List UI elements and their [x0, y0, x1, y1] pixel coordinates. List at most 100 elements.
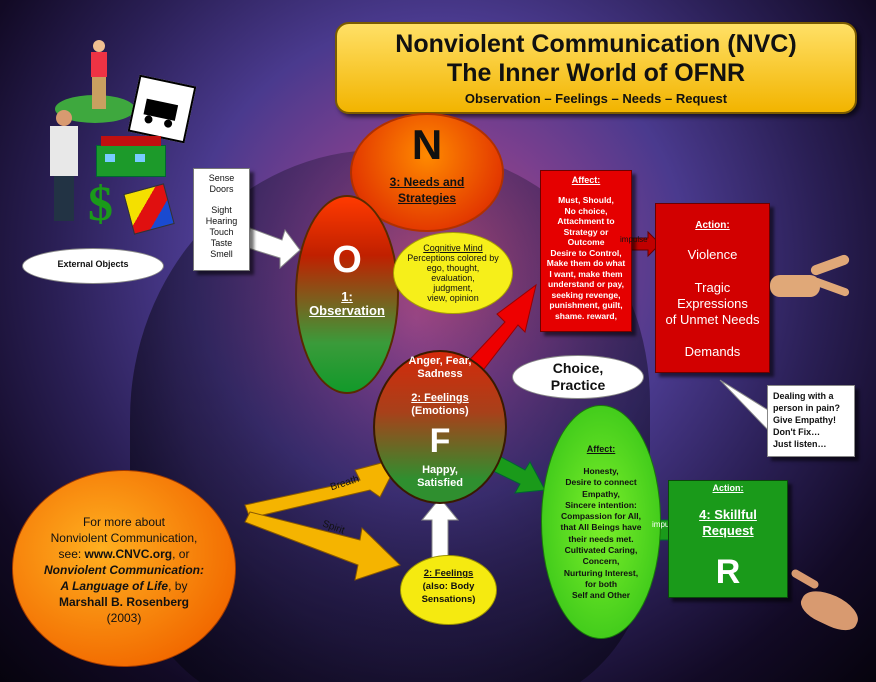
- feelings-label: 2: Feelings: [411, 392, 469, 404]
- tow-truck-sign-icon: [127, 74, 197, 144]
- affect-green-line: that All Beings have: [560, 522, 642, 533]
- affect-red-line: No choice,: [564, 205, 608, 216]
- affect-red-line: Outcome: [567, 237, 605, 247]
- action-green-box: Action: 4: Skillful Request R: [668, 480, 788, 598]
- external-objects-label: External Objects: [57, 259, 129, 269]
- reaching-hand-icon: [770, 253, 856, 310]
- action-red-box: Action: Violence Tragic Expressions of U…: [655, 203, 770, 373]
- affect-red-line: Attachment to: [557, 216, 615, 226]
- needs-label-2: Strategies: [397, 191, 457, 205]
- action-red-tragic: Tragic: [694, 280, 731, 295]
- sense-line-4: Sight: [211, 205, 232, 215]
- info-line-1: For more about: [82, 515, 166, 529]
- info-line-2: Nonviolent Communication,: [50, 531, 198, 545]
- title-banner: Nonviolent Communication (NVC) The Inner…: [335, 22, 857, 114]
- cognitive-line-5: view, opinion: [427, 293, 479, 303]
- affect-green-line: their needs met.: [568, 533, 634, 544]
- feelings-bottom-text-2: Satisfied: [417, 477, 463, 489]
- action-red-demands: Demands: [684, 344, 741, 359]
- cognitive-line-1: Perceptions colored by: [407, 253, 499, 263]
- action-red-violence: Violence: [687, 247, 738, 262]
- action-red-unmet-needs: of Unmet Needs: [665, 312, 760, 327]
- info-line-3: see: www.CNVC.org, or: [13, 547, 235, 561]
- affect-red-line: seeking revenge,: [551, 289, 621, 300]
- info-line-5: A Language of Life, by: [13, 579, 235, 593]
- affect-red-line: I want, make them: [549, 268, 623, 279]
- impulse-top-label: impulse: [620, 235, 648, 244]
- feelings-bottom-text: Happy,: [422, 464, 458, 476]
- affect-green-line: Self and Other: [571, 590, 631, 601]
- observation-label: Observation: [309, 303, 385, 318]
- affect-green-line: Sincere intention:: [565, 499, 637, 510]
- pain-note-pointer: [719, 379, 769, 432]
- pain-note-line: Don't Fix…: [773, 427, 821, 437]
- pain-note-line: Dealing with a: [773, 391, 834, 401]
- cognitive-title: Cognitive Mind: [423, 243, 483, 253]
- affect-red-line: Must, Should,: [558, 195, 614, 205]
- info-book-subtitle: A Language of Life: [60, 579, 169, 593]
- action-green-line-1: 4: Skillful: [699, 507, 757, 522]
- pain-note-line: Give Empathy!: [773, 415, 837, 425]
- cognitive-line-2: ego, thought,: [426, 263, 480, 273]
- impulse-bottom-label: impulse: [652, 520, 680, 529]
- cognitive-line-3: evaluation,: [431, 273, 475, 283]
- affect-green-title: Affect:: [586, 444, 616, 454]
- dollar-sign-icon: $: [88, 175, 113, 231]
- action-green-title: Action:: [712, 483, 744, 493]
- observation-oval: O 1: Observation: [295, 195, 399, 394]
- cnvc-link[interactable]: www.CNVC.org: [84, 547, 173, 561]
- subtitle: Observation – Feelings – Needs – Request: [464, 91, 728, 106]
- feelings-body-oval: 2: Feelings (also: Body Sensations): [400, 555, 497, 625]
- affect-green-oval: Affect: Honesty, Desire to connect Empat…: [541, 405, 661, 639]
- request-letter: R: [715, 553, 741, 591]
- affect-red-line: Make them do what: [546, 258, 626, 268]
- info-by: , by: [168, 579, 188, 593]
- info-or: , or: [172, 547, 190, 561]
- affect-green-line: Desire to connect: [565, 477, 637, 488]
- affect-red-box: Affect: Must, Should, No choice, Attachm…: [540, 170, 632, 332]
- feelings-top-text: Anger, Fear,: [408, 355, 472, 367]
- more-info-oval: For more about Nonviolent Communication,…: [12, 470, 236, 667]
- sense-line-2: Doors: [209, 184, 234, 194]
- cognitive-mind-oval: Cognitive Mind Perceptions colored by eg…: [393, 232, 513, 314]
- pain-note-box: Dealing with a person in pain? Give Empa…: [767, 385, 855, 457]
- affect-red-title: Affect:: [571, 175, 601, 185]
- golfer-icon: [88, 40, 110, 115]
- affect-green-lines: Honesty, Desire to connect Empathy, Sinc…: [542, 466, 660, 602]
- sense-line-5: Hearing: [205, 216, 238, 226]
- pain-note-line: person in pain?: [773, 403, 841, 413]
- choice-practice-oval: Choice, Practice: [512, 355, 644, 399]
- affect-red-line: understand or pay,: [548, 279, 624, 289]
- open-hand-icon: [790, 568, 870, 645]
- choice-label: Choice,: [552, 360, 604, 376]
- info-book-title: Nonviolent Communication:: [44, 563, 204, 577]
- feelings-body-line-2: (also: Body: [422, 581, 475, 592]
- needs-letter: N: [411, 121, 443, 168]
- affect-green-line: Concern,: [582, 556, 620, 567]
- sense-doors-box: Sense Doors Sight Hearing Touch Taste Sm…: [193, 168, 250, 271]
- house-icon: [96, 136, 166, 177]
- feelings-letter: F: [429, 422, 451, 460]
- action-green-line-2: Request: [702, 523, 754, 538]
- affect-red-line: Desire to Control,: [550, 247, 622, 258]
- sense-line-1: Sense: [208, 173, 235, 183]
- action-red-expressions: Expressions: [677, 296, 748, 311]
- affect-red-line: punishment, guilt,: [549, 300, 623, 310]
- action-red-title: Action:: [695, 220, 730, 231]
- feelings-oval: Anger, Fear, Sadness 2: Feelings (Emotio…: [373, 350, 507, 504]
- cognitive-line-4: judgment,: [433, 283, 473, 293]
- sense-line-8: Smell: [210, 249, 233, 259]
- man-with-clipboard-icon: [48, 110, 80, 225]
- feelings-body-line-1: 2: Feelings: [423, 568, 474, 579]
- observation-letter: O: [332, 239, 362, 281]
- affect-green-line: Compassion for All,: [561, 511, 641, 522]
- body-to-feelings-arrow: [420, 497, 460, 561]
- sense-line-7: Taste: [210, 238, 233, 248]
- pain-note-line: Just listen…: [773, 439, 827, 449]
- feelings-top-text-2: Sadness: [417, 368, 463, 380]
- affect-red-lines: Must, Should, No choice, Attachment to S…: [541, 195, 631, 321]
- title-line-2: The Inner World of OFNR: [446, 59, 746, 87]
- sense-to-observation-arrow: [247, 227, 301, 270]
